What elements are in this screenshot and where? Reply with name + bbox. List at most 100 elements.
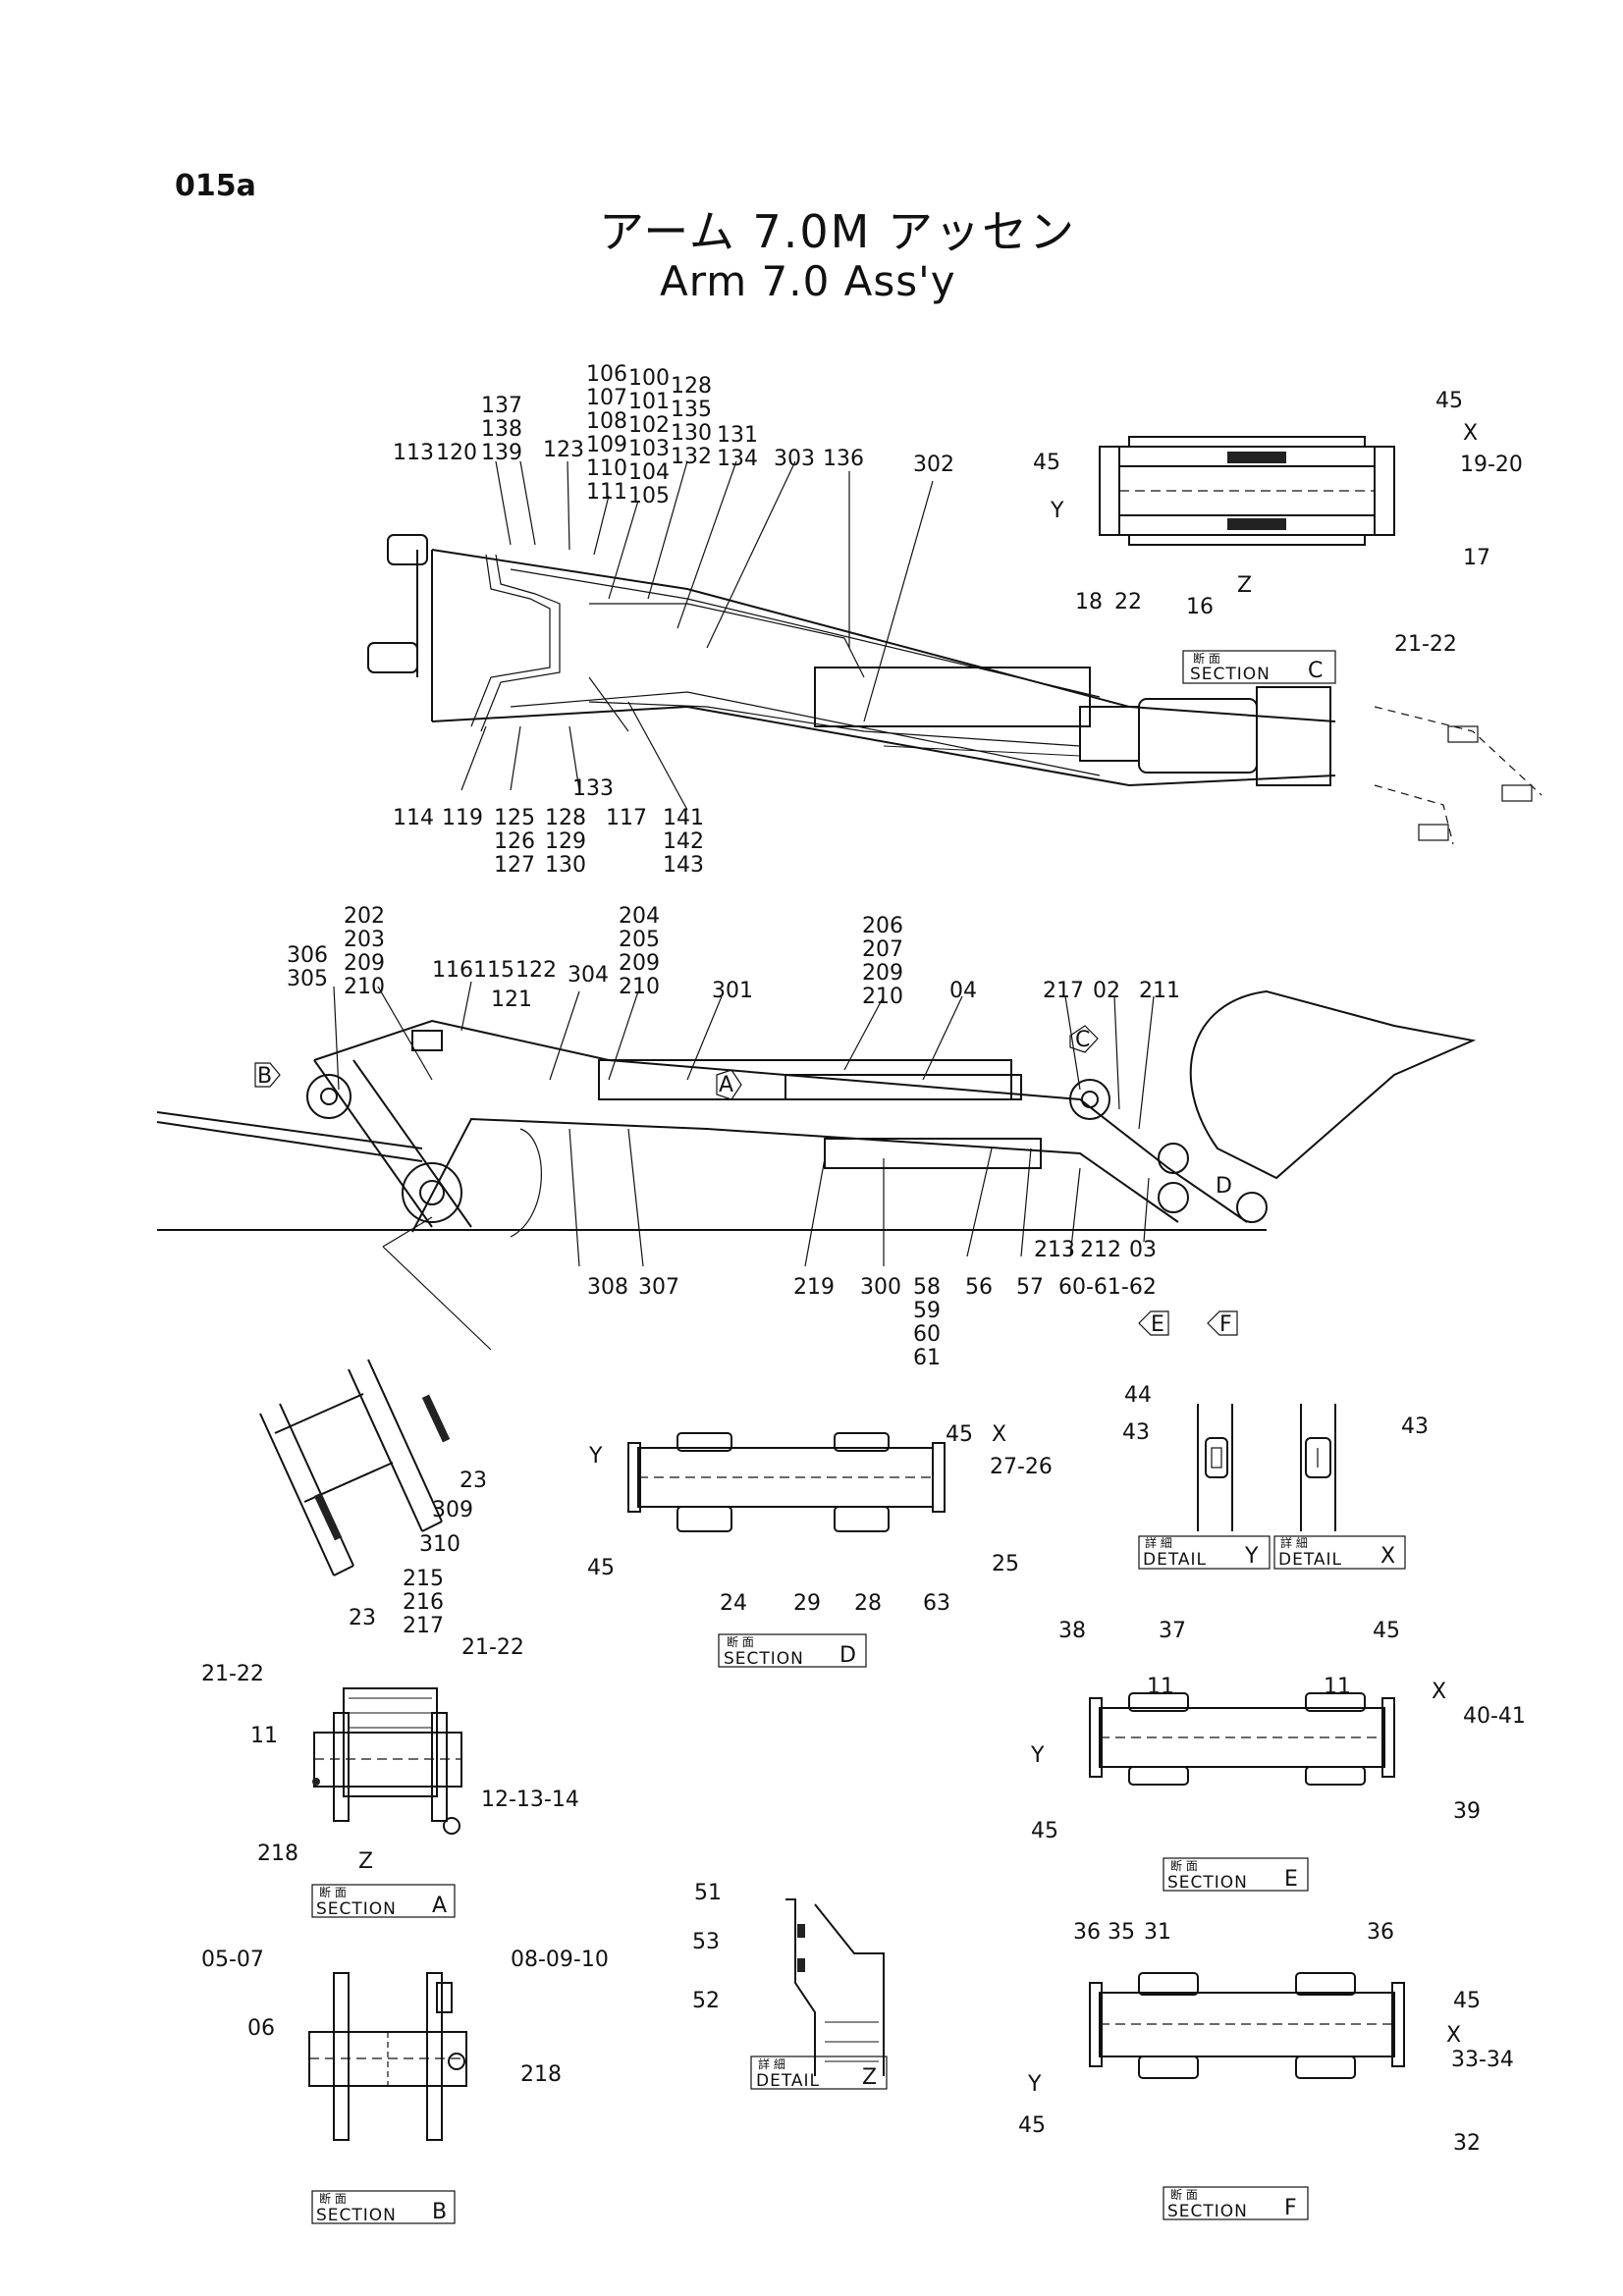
svg-text:106: 106 xyxy=(586,362,627,387)
svg-text:210: 210 xyxy=(862,985,903,1009)
svg-text:X: X xyxy=(992,1422,1006,1447)
svg-text:45: 45 xyxy=(1018,2113,1046,2138)
svg-text:SECTION: SECTION xyxy=(316,2206,397,2225)
svg-text:308: 308 xyxy=(587,1275,628,1300)
svg-text:129: 129 xyxy=(545,829,586,854)
svg-text:A: A xyxy=(432,1894,447,1918)
section-b-drawing xyxy=(308,1972,467,2141)
svg-text:SECTION: SECTION xyxy=(1167,1873,1248,1893)
svg-text:310: 310 xyxy=(419,1532,460,1557)
page-number: 015a xyxy=(175,169,256,203)
svg-text:断 面: 断 面 xyxy=(319,2191,347,2206)
svg-text:142: 142 xyxy=(663,829,704,854)
svg-text:X: X xyxy=(1463,421,1478,446)
svg-text:36: 36 xyxy=(1073,1920,1101,1945)
svg-text:22: 22 xyxy=(1114,590,1142,614)
svg-text:114: 114 xyxy=(393,806,434,830)
section-b-labels: 05-07 08-09-10 06 218 xyxy=(201,1948,609,2087)
svg-text:SECTION: SECTION xyxy=(1190,665,1271,684)
svg-text:205: 205 xyxy=(619,928,660,952)
svg-text:詳 細: 詳 細 xyxy=(758,2056,785,2071)
svg-text:307: 307 xyxy=(638,1275,679,1300)
svg-text:23: 23 xyxy=(349,1606,376,1630)
svg-text:209: 209 xyxy=(619,951,660,976)
svg-text:12-13-14: 12-13-14 xyxy=(481,1788,579,1812)
section-a-labels: 21-22 21-22 11 12-13-14 218 Z xyxy=(201,1635,579,1874)
svg-text:203: 203 xyxy=(344,928,385,952)
svg-text:断 面: 断 面 xyxy=(727,1634,754,1649)
svg-text:17: 17 xyxy=(1463,546,1490,570)
svg-text:217: 217 xyxy=(403,1614,444,1638)
svg-text:43: 43 xyxy=(1122,1420,1150,1445)
detail-z-tag: 詳 細 DETAIL Z xyxy=(750,2056,888,2091)
svg-text:212: 212 xyxy=(1080,1238,1121,1262)
detail-y-tag: 詳 細 DETAIL Y xyxy=(1138,1535,1271,1570)
svg-text:133: 133 xyxy=(572,776,614,801)
svg-text:08-09-10: 08-09-10 xyxy=(511,1948,609,1972)
svg-text:122: 122 xyxy=(515,958,557,983)
svg-text:C: C xyxy=(1308,659,1323,683)
svg-text:51: 51 xyxy=(694,1881,722,1905)
section-b-tag: 断 面 SECTION B xyxy=(311,2190,456,2225)
svg-text:121: 121 xyxy=(491,988,532,1012)
svg-text:217: 217 xyxy=(1043,979,1084,1003)
section-f-labels: 36 35 31 36 45 X 33-34 Y 45 32 xyxy=(1018,1920,1514,2156)
svg-text:06: 06 xyxy=(247,2016,275,2041)
svg-text:209: 209 xyxy=(862,961,903,986)
svg-text:SECTION: SECTION xyxy=(316,1899,397,1919)
section-e-tag: 断 面 SECTION E xyxy=(1163,1857,1309,1893)
svg-text:SECTION: SECTION xyxy=(724,1649,804,1669)
side-view-arm xyxy=(156,989,1477,1351)
svg-text:45: 45 xyxy=(587,1556,615,1580)
svg-text:21-22: 21-22 xyxy=(461,1635,524,1660)
svg-text:119: 119 xyxy=(442,806,483,830)
svg-text:45: 45 xyxy=(1453,1989,1481,2013)
section-a-tag: 断 面 SECTION A xyxy=(311,1884,456,1919)
svg-text:141: 141 xyxy=(663,806,704,830)
svg-text:134: 134 xyxy=(717,447,758,471)
svg-text:218: 218 xyxy=(520,2062,562,2087)
svg-text:詳 細: 詳 細 xyxy=(1145,1535,1172,1550)
svg-text:38: 38 xyxy=(1058,1619,1086,1643)
title-japanese: アーム 7.0M アッセン xyxy=(599,205,1076,258)
svg-text:128: 128 xyxy=(671,374,712,399)
svg-text:Z: Z xyxy=(358,1849,373,1874)
svg-text:126: 126 xyxy=(494,829,535,854)
svg-text:139: 139 xyxy=(481,441,522,465)
svg-text:305: 305 xyxy=(287,967,328,991)
svg-text:11: 11 xyxy=(1324,1675,1351,1699)
svg-text:107: 107 xyxy=(586,386,627,410)
section-d-tag: 断 面 SECTION D xyxy=(718,1633,867,1669)
svg-text:X: X xyxy=(1446,2023,1461,2048)
svg-text:37: 37 xyxy=(1159,1619,1186,1643)
svg-text:216: 216 xyxy=(403,1590,444,1615)
svg-text:X: X xyxy=(1380,1544,1395,1569)
svg-text:123: 123 xyxy=(543,438,584,462)
svg-text:33-34: 33-34 xyxy=(1451,2048,1514,2072)
svg-text:115: 115 xyxy=(473,958,514,983)
svg-text:Y: Y xyxy=(1050,499,1064,523)
svg-text:211: 211 xyxy=(1139,979,1180,1003)
svg-text:130: 130 xyxy=(545,853,586,878)
svg-text:125: 125 xyxy=(494,806,535,830)
svg-text:DETAIL: DETAIL xyxy=(756,2071,820,2091)
svg-text:127: 127 xyxy=(494,853,535,878)
svg-text:45: 45 xyxy=(946,1422,973,1447)
svg-text:03: 03 xyxy=(1129,1238,1157,1262)
svg-text:A: A xyxy=(719,1073,733,1097)
svg-text:21-22: 21-22 xyxy=(1394,632,1457,657)
section-f-drawing xyxy=(1089,1972,1405,2079)
svg-text:136: 136 xyxy=(823,447,864,471)
svg-text:39: 39 xyxy=(1453,1799,1481,1824)
svg-text:138: 138 xyxy=(481,417,522,442)
side-view-labels: 306 305 202 203 209 210 116 115 122 121 … xyxy=(287,904,1180,1370)
svg-text:105: 105 xyxy=(628,484,670,508)
svg-text:Y: Y xyxy=(1030,1743,1045,1768)
svg-text:断 面: 断 面 xyxy=(319,1885,347,1899)
svg-text:D: D xyxy=(1216,1174,1232,1199)
svg-text:60-61-62: 60-61-62 xyxy=(1058,1275,1157,1300)
svg-text:120: 120 xyxy=(436,441,477,465)
svg-text:Y: Y xyxy=(588,1444,603,1468)
svg-text:SECTION: SECTION xyxy=(1167,2202,1248,2221)
svg-text:103: 103 xyxy=(628,437,670,461)
